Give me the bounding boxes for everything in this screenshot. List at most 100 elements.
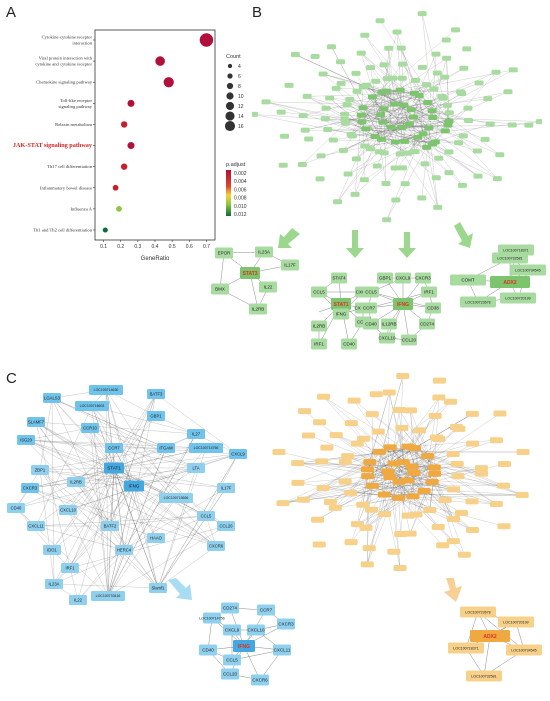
node-box <box>483 96 493 102</box>
node-box <box>257 604 275 616</box>
node-gene <box>350 440 364 447</box>
node-box <box>446 538 460 545</box>
arrow-to-module-4 <box>454 222 473 248</box>
node-box <box>381 318 397 330</box>
node-gene <box>386 124 396 130</box>
node-gene <box>360 561 374 568</box>
node-box <box>425 302 441 314</box>
node-cd40: CD40 <box>363 318 379 330</box>
edge <box>362 107 414 118</box>
node-box <box>392 407 406 414</box>
edge <box>372 485 414 497</box>
arrow-to-orange-module <box>444 578 462 602</box>
node-box <box>229 449 247 459</box>
edge <box>435 123 491 143</box>
edge <box>403 105 478 152</box>
node-gene <box>338 458 352 465</box>
node-lta: LTA <box>187 463 205 473</box>
point-viral-protein-interaction-with-cytokine-and-cytokine-receptor <box>155 56 165 66</box>
node-box <box>444 398 458 405</box>
edge <box>89 427 115 469</box>
node-box <box>428 470 442 477</box>
node-box <box>67 477 85 487</box>
node-box <box>413 134 423 140</box>
node-adx2: ADX2 <box>490 276 530 288</box>
node-box <box>427 108 437 114</box>
node-box <box>326 44 336 50</box>
node-gene <box>361 126 371 132</box>
node-label: CCL5 <box>365 290 377 295</box>
node-box <box>473 173 483 179</box>
node-gene <box>397 165 407 171</box>
pathway-label-th1-and-th2-cell-differentiation: Th1 and Th2 cell differentiation <box>33 228 92 233</box>
node-box <box>298 408 312 415</box>
node-il2rb: IL2RB <box>67 477 85 487</box>
node-il23a: IL23A <box>45 579 63 589</box>
node-box <box>406 107 416 113</box>
node-box <box>370 134 380 140</box>
node-gene <box>417 195 427 201</box>
edge <box>29 487 125 551</box>
node-box <box>223 654 241 666</box>
node-box <box>397 165 407 171</box>
node-box <box>419 318 435 330</box>
node-box <box>350 191 360 197</box>
node-box <box>447 515 461 522</box>
node-ccl20: CCL20 <box>401 334 417 346</box>
node-box <box>400 181 410 187</box>
node-box <box>321 105 331 111</box>
node-box <box>301 432 315 439</box>
plot-frame <box>94 29 216 241</box>
node-gene <box>298 408 312 415</box>
legend-count-dot <box>226 92 234 100</box>
legend-padj-label: 0.004 <box>234 179 247 185</box>
edge <box>375 136 418 138</box>
node-box <box>474 465 488 472</box>
legend-count-label: 6 <box>238 74 241 80</box>
edge <box>25 439 115 469</box>
node-label: CXCR3 <box>278 622 294 627</box>
edge <box>357 496 414 525</box>
node-box <box>376 112 386 118</box>
node-gene <box>351 70 361 76</box>
node-gene <box>427 464 441 471</box>
edge <box>382 93 415 123</box>
node-box <box>424 125 434 131</box>
arrows-b <box>278 222 473 258</box>
node-box <box>392 29 402 35</box>
point-influenza-a <box>116 206 122 212</box>
node-box <box>396 45 406 51</box>
node-box <box>496 482 510 489</box>
node-ifng: IFNG <box>124 480 144 492</box>
node-box <box>375 18 385 24</box>
node-box <box>460 606 496 618</box>
node-box <box>457 91 467 97</box>
node-box <box>423 100 433 106</box>
node-label: LOC100714756 <box>194 446 219 450</box>
node-box <box>350 521 364 528</box>
node-box <box>444 170 454 176</box>
node-gene <box>489 437 503 444</box>
node-box <box>396 373 410 380</box>
node-box <box>124 480 144 492</box>
node-box <box>395 272 411 284</box>
edge <box>410 467 435 534</box>
edge <box>410 410 435 474</box>
node-box <box>316 393 330 400</box>
node-box <box>498 616 534 628</box>
edge <box>133 453 239 487</box>
node-label: STAT4 <box>332 276 346 281</box>
node-gene <box>372 163 382 169</box>
panel-label-c: C <box>6 370 17 387</box>
node-label: STAT1 <box>333 302 348 308</box>
node-loc100720199: LOC100720199 <box>500 292 536 304</box>
node-box <box>61 563 79 573</box>
node-gene <box>296 496 310 503</box>
node-label: HERC4 <box>117 547 132 552</box>
node-label: SLAMF7 <box>28 419 45 424</box>
node-cxcr6: CXCR6 <box>207 541 225 551</box>
x-tick-label: 0.5 <box>169 244 176 250</box>
node-gene <box>465 410 479 417</box>
